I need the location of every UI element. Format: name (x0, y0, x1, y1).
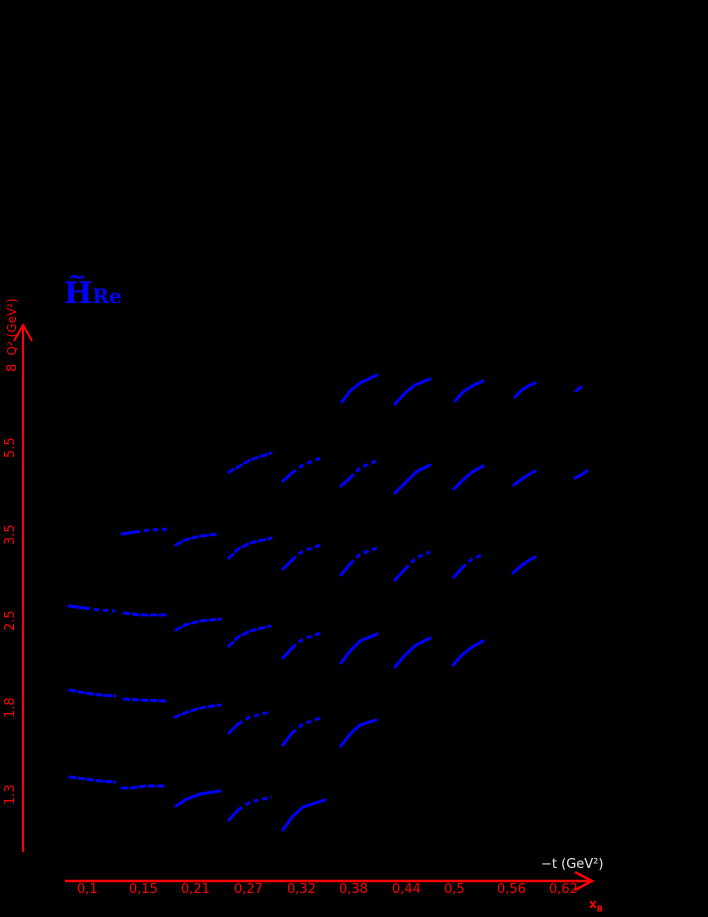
y-axis (13, 322, 33, 852)
curve-Q2=5.5-xB-0.56 (512, 469, 537, 487)
curve-Q2=1.3-xB-0.27 (227, 808, 240, 822)
y-tick-label: 3.5 (3, 524, 18, 545)
curve-Q2=8-xB-0.38 (340, 373, 379, 404)
curve-Q2=1.8-xB-0.27 (227, 722, 240, 735)
curves-layer (67, 373, 589, 832)
curve-Q2=3.5-xB-0.15 (120, 530, 137, 536)
curve-extrapolation (237, 710, 271, 726)
curve-Q2=1.3-xB-0.1 (68, 775, 117, 784)
x-tick-label: 0,56 (497, 882, 526, 897)
x-axis-label: xB (589, 897, 603, 913)
curve-Q2=1.3-xB-0.21 (174, 789, 222, 808)
curve-Q2=1.8-xB-0.32 (281, 731, 294, 747)
y-axis-arrowhead-icon (13, 322, 33, 342)
x-tick-label: 0,38 (339, 882, 368, 897)
curve-extrapolation (237, 795, 273, 812)
curve-Q2=2.5-xB-0.27 (227, 624, 272, 648)
curve-Q2=2.5-xB-0.44 (393, 636, 432, 669)
curve-Q2=1.8-xB-0.15 (122, 697, 168, 703)
curve-Q2=1.3-xB-0.32 (281, 798, 327, 832)
curve-Q2=3.5-xB-0.32 (281, 558, 294, 571)
curve-Q2=3.5-xB-0.38 (339, 562, 352, 577)
curve-Q2=3.5-xB-0.5 (452, 566, 464, 579)
curve-Q2=2.5-xB-0.32 (281, 646, 294, 660)
minus-t-label: −t (GeV²) (541, 857, 604, 872)
curve-Q2=8-xB-0.44 (393, 377, 432, 406)
curve-Q2=1.3-xB-0.15 (120, 784, 168, 790)
chart-title: ~HRe (64, 264, 122, 311)
x-tick-label: 0,62 (549, 882, 578, 897)
curve-Q2=8-xB-0.56 (513, 381, 537, 399)
curve-Q2=5.5-xB-0.62 (573, 469, 589, 480)
curve-extrapolation (348, 459, 377, 480)
curve-extrapolation (348, 546, 378, 566)
x-tick-label: 0,32 (287, 882, 316, 897)
x-tick-label: 0,1 (77, 882, 98, 897)
title-main: ~H (64, 264, 93, 311)
curve-Q2=5.5-xB-0.32 (281, 471, 294, 483)
curve-Q2=3.5-xB-0.56 (511, 555, 537, 575)
y-tick-label: 2.5 (3, 610, 18, 631)
curve-extrapolation (134, 527, 169, 534)
x-axis-label-sub: B (596, 904, 603, 914)
x-tick-label: 0,15 (129, 882, 158, 897)
title-subscript: Re (92, 284, 122, 308)
curve-Q2=2.5-xB-0.5 (451, 639, 485, 667)
curve-Q2=5.5-xB-0.5 (452, 464, 485, 491)
curve-Q2=5.5-xB-0.44 (393, 463, 432, 495)
y-tick-top: 8 (5, 363, 20, 372)
curve-extrapolation (460, 552, 485, 570)
y-axis-title: Q² (GeV²) (5, 298, 19, 356)
curve-Q2=1.8-xB-0.1 (68, 688, 117, 698)
y-axis-label: 8 Q² (GeV²) (5, 298, 20, 372)
curve-Q2=1.8-xB-0.21 (173, 703, 222, 719)
curve-Q2=2.5-xB-0.1 (67, 604, 87, 610)
curve-Q2=5.5-xB-0.27 (227, 451, 273, 474)
curve-Q2=3.5-xB-0.27 (227, 536, 273, 560)
curve-extrapolation (291, 542, 324, 562)
x-tick-label: 0,21 (181, 882, 210, 897)
curve-Q2=2.5-xB-0.21 (174, 617, 222, 632)
curve-Q2=8-xB-0.62 (574, 385, 583, 393)
curve-Q2=1.8-xB-0.38 (339, 718, 378, 748)
curve-Q2=8-xB-0.5 (453, 379, 485, 403)
x-axis-arrowhead-icon (574, 870, 595, 892)
curve-Q2=2.5-xB-0.15 (122, 611, 168, 617)
x-axis-label-main: x (589, 897, 597, 911)
curve-Q2=3.5-xB-0.21 (174, 532, 221, 547)
title-letter: H (64, 276, 93, 311)
tilde-accent: ~ (68, 264, 87, 290)
curve-extrapolation (291, 630, 324, 650)
y-tick-label: 5.5 (3, 437, 18, 458)
y-tick-label: 1.3 (3, 784, 18, 805)
y-tick-label: 1.8 (3, 697, 18, 718)
curve-Q2=2.5-xB-0.38 (339, 632, 379, 665)
x-axis (65, 870, 595, 892)
curve-extrapolation (291, 455, 324, 475)
x-tick-label: 0,44 (392, 882, 421, 897)
x-tick-label: 0,5 (444, 882, 465, 897)
curve-Q2=5.5-xB-0.38 (339, 476, 352, 488)
curve-extrapolation (291, 715, 324, 735)
curve-Q2=3.5-xB-0.44 (393, 567, 407, 582)
x-tick-label: 0,27 (234, 882, 263, 897)
